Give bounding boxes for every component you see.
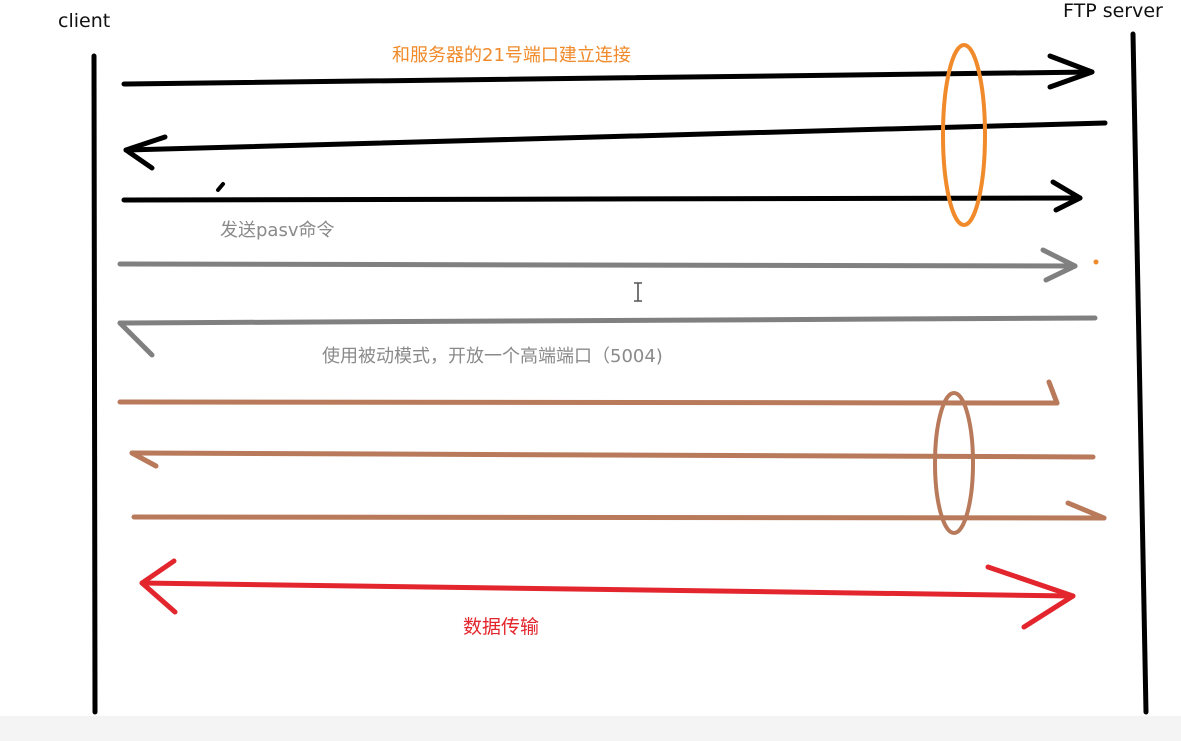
ink-dot [216, 182, 225, 192]
passive-mode-label: 使用被动模式，开放一个高端端口（5004) [322, 346, 663, 367]
control-synack-arrow [123, 120, 1108, 171]
client-lifeline [91, 53, 98, 715]
handshake-highlight-circle [941, 43, 987, 227]
server-label: FTP server [1063, 0, 1163, 22]
control-syn-arrow [121, 53, 1095, 90]
window-bottom-edge [0, 716, 1181, 741]
data-transfer-label: 数据传输 [463, 616, 540, 638]
pasv-command-label: 发送pasv命令 [220, 220, 335, 241]
control-ack-arrow [121, 179, 1083, 213]
pasv-response-arrow [117, 315, 1098, 358]
pasv-request-arrow [117, 247, 1078, 283]
client-label: client [58, 10, 111, 32]
text-cursor-icon [634, 282, 642, 302]
data-transfer-arrow [139, 558, 1076, 630]
cursor-dot [1093, 259, 1099, 265]
data-ack-arrow [131, 500, 1107, 521]
data-synack-arrow [129, 450, 1096, 469]
server-lifeline [1130, 31, 1149, 715]
connect-port-21-label: 和服务器的21号端口建立连接 [392, 45, 631, 66]
data-handshake-highlight-circle [933, 391, 975, 535]
data-syn-arrow [117, 379, 1060, 406]
